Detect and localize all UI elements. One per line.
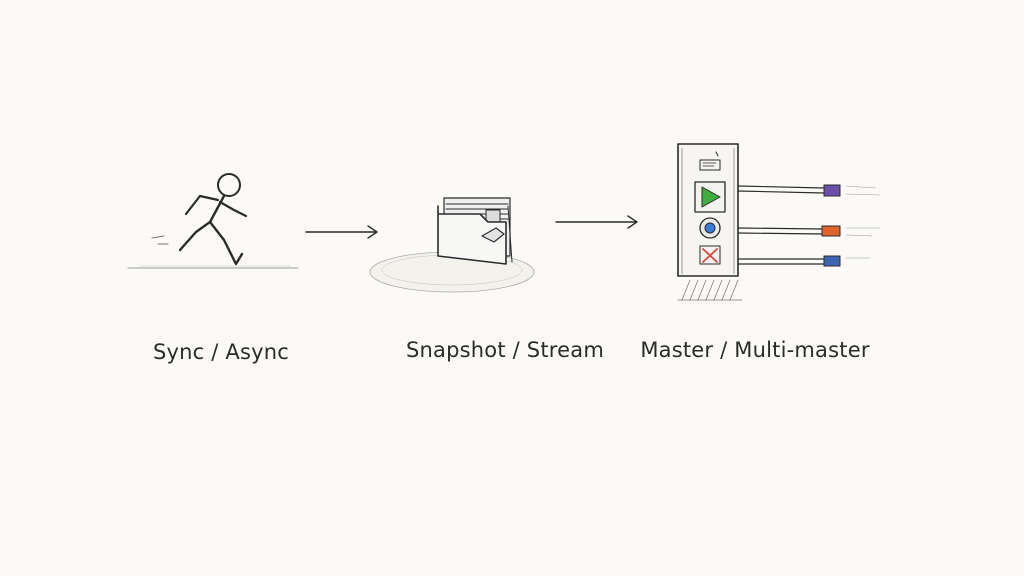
record-icon xyxy=(704,222,716,234)
folder-stack-icon xyxy=(369,197,535,293)
stage-label-sync-async: Sync / Async xyxy=(152,340,290,364)
arrow-right-icon-2 xyxy=(555,215,638,229)
connectors xyxy=(737,184,881,267)
control-panel-icon xyxy=(677,143,743,301)
arrow-right-icon-1 xyxy=(305,225,378,239)
close-icon xyxy=(702,248,718,263)
play-icon xyxy=(701,186,721,208)
stage-label-master-multimaster: Master / Multi-master xyxy=(640,338,870,362)
connector-plug-orange xyxy=(821,225,841,237)
connector-plug-purple xyxy=(823,184,841,197)
connector-plug-blue xyxy=(823,255,841,267)
running-person-icon xyxy=(127,173,299,269)
stage-label-snapshot-stream: Snapshot / Stream xyxy=(406,338,604,362)
